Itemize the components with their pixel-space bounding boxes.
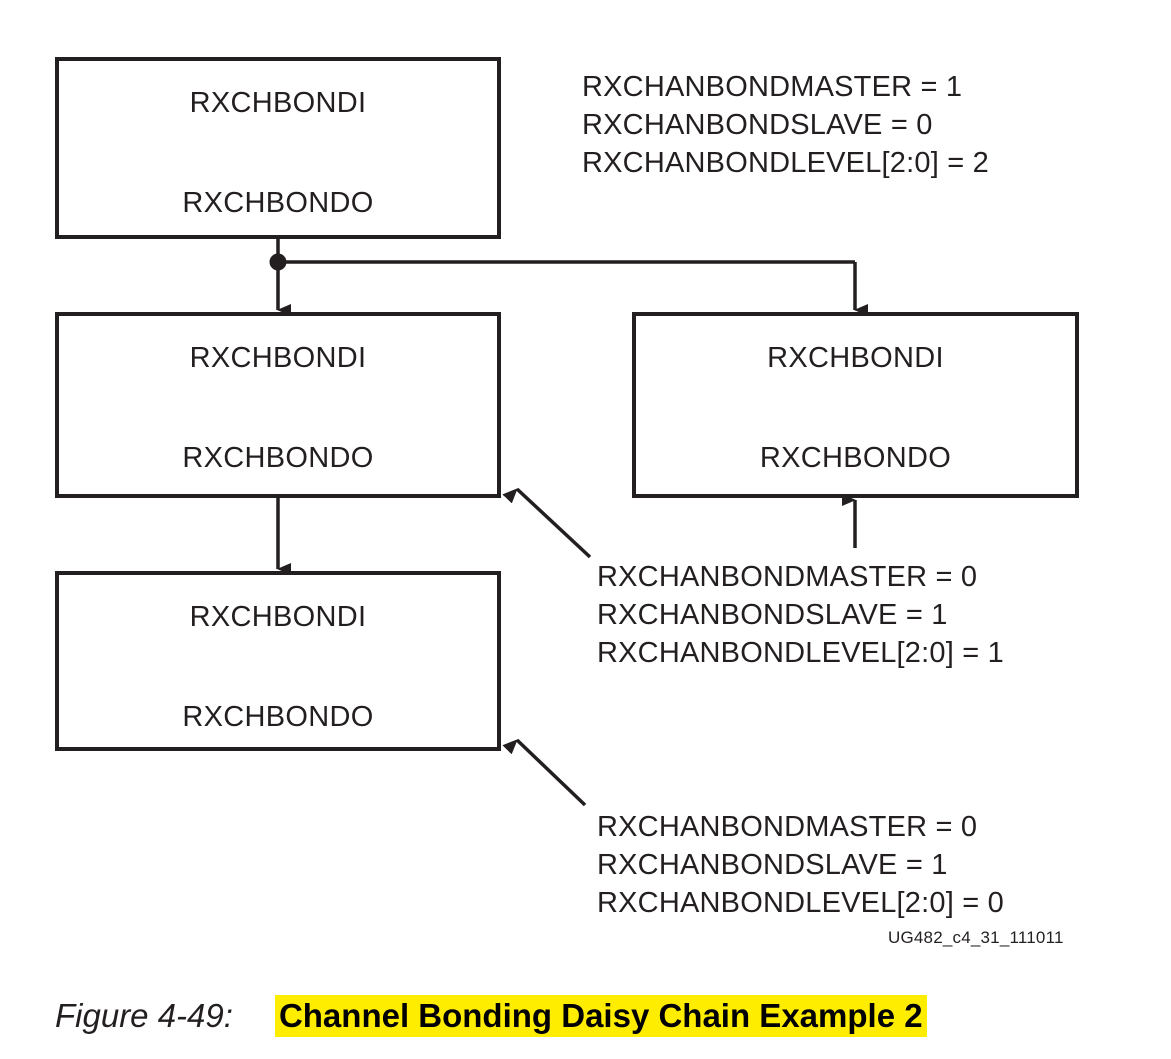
annotation-line: RXCHANBONDSLAVE = 0: [582, 109, 933, 141]
figure-source-id: UG482_c4_31_111011: [888, 928, 1064, 947]
wire-branch-to-right: [278, 260, 868, 316]
callout-arrow-middle-block: [502, 487, 592, 559]
annotation-level1-settings: RXCHANBONDMASTER = 0 RXCHANBONDSLAVE = 1…: [597, 558, 1004, 672]
annotation-level0-settings: RXCHANBONDMASTER = 0 RXCHANBONDSLAVE = 1…: [597, 808, 1004, 922]
annotation-line: RXCHANBONDMASTER = 0: [597, 561, 978, 593]
annotation-line: RXCHANBONDLEVEL[2:0] = 1: [597, 637, 1004, 669]
block-port-in-label: RXCHBONDI: [189, 342, 367, 374]
annotation-line: RXCHANBONDLEVEL[2:0] = 0: [597, 887, 1004, 919]
annotation-line: RXCHANBONDSLAVE = 1: [597, 849, 948, 881]
block-middle-transceiver: RXCHBONDI RXCHBONDO: [55, 312, 501, 498]
annotation-line: RXCHANBONDLEVEL[2:0] = 2: [582, 147, 989, 179]
annotation-line: RXCHANBONDMASTER = 1: [582, 71, 963, 103]
block-bottom-transceiver: RXCHBONDI RXCHBONDO: [55, 571, 501, 751]
block-port-out-label: RXCHBONDO: [759, 442, 952, 474]
block-port-out-label: RXCHBONDO: [182, 701, 374, 733]
figure-number: Figure 4-49:: [55, 997, 233, 1034]
junction-dot: [269, 253, 287, 271]
block-right-transceiver: RXCHBONDI RXCHBONDO: [632, 312, 1079, 498]
block-port-in-label: RXCHBONDI: [189, 601, 367, 633]
figure-caption: Figure 4-49: Channel Bonding Daisy Chain…: [55, 995, 927, 1037]
block-port-out-label: RXCHBONDO: [182, 187, 374, 219]
block-port-in-label: RXCHBONDI: [189, 87, 367, 119]
callout-arrow-bottom-block: [502, 738, 587, 807]
annotation-master-settings: RXCHANBONDMASTER = 1 RXCHANBONDSLAVE = 0…: [582, 68, 989, 182]
block-master-transceiver: RXCHBONDI RXCHBONDO: [55, 57, 501, 239]
figure-title: Channel Bonding Daisy Chain Example 2: [274, 995, 927, 1037]
block-port-out-label: RXCHBONDO: [182, 442, 374, 474]
annotation-line: RXCHANBONDMASTER = 0: [597, 811, 978, 843]
block-port-in-label: RXCHBONDI: [767, 342, 944, 374]
annotation-line: RXCHANBONDSLAVE = 1: [597, 599, 948, 631]
